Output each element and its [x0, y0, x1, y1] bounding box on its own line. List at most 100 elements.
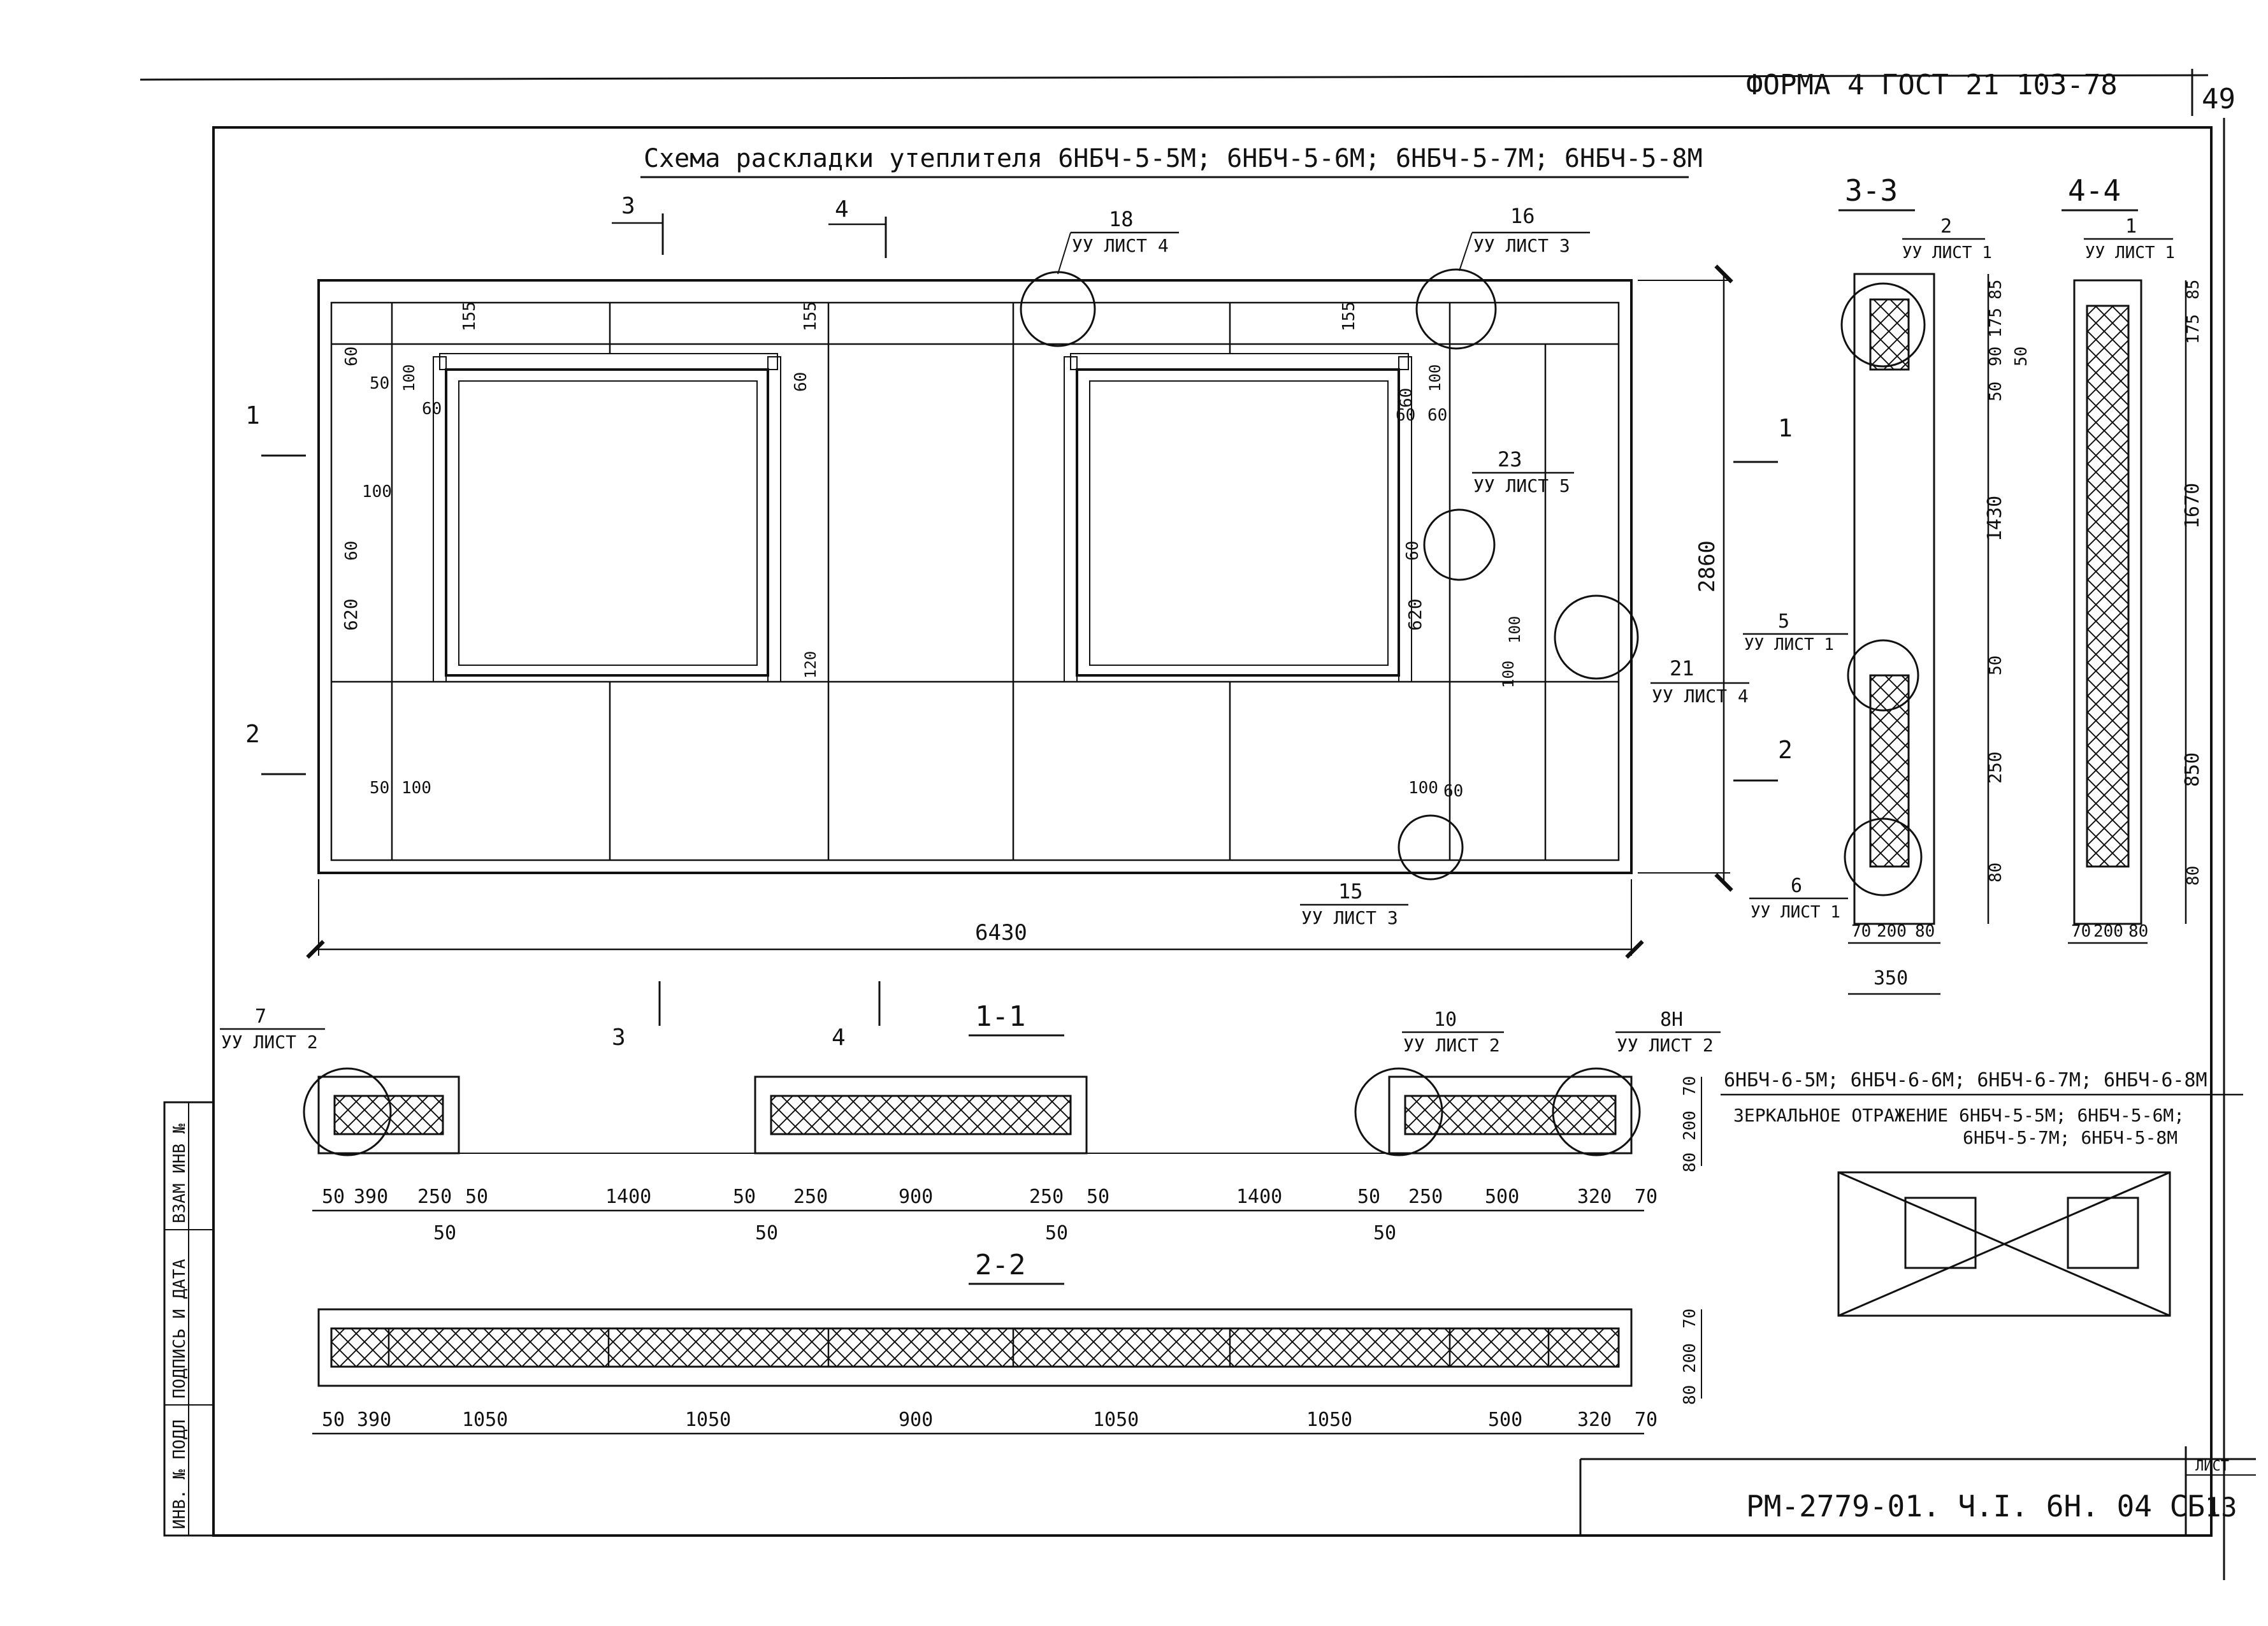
callout-21-num: 21 — [1670, 656, 1694, 680]
mirror-schematic — [1837, 1171, 2171, 1317]
section-1-1-dim: 500 — [1485, 1186, 1519, 1208]
dim-100-b: 100 — [362, 482, 392, 501]
callout-5-ref: УУ ЛИСТ 1 — [1744, 635, 1834, 654]
s33-v50c: 50 — [1986, 656, 2005, 675]
insulation-layout-lines — [331, 303, 1619, 860]
window-inner-right — [1089, 380, 1389, 666]
dim-50-a: 50 — [370, 374, 389, 393]
dim-60-i: 60 — [1443, 782, 1463, 801]
section-4-4-label: 4-4 — [2068, 173, 2121, 208]
dim-overall-height: 2860 — [1694, 540, 1720, 593]
panel-inner-outline — [330, 301, 1620, 861]
dim-100-d: 100 — [1426, 364, 1444, 392]
callout-7-num: 7 — [255, 1005, 266, 1028]
callout-23-num: 23 — [1498, 447, 1522, 471]
sheet-label: ЛИСТ — [2195, 1458, 2229, 1474]
s44-h80: 80 — [2128, 922, 2148, 941]
section-1-1-dim: 50 — [1357, 1186, 1380, 1208]
s44-h200: 200 — [2093, 922, 2123, 941]
cut-4-top: 4 — [835, 196, 849, 222]
section-1-1-dim: 250 — [417, 1186, 452, 1208]
detail-circle-18 — [1020, 271, 1096, 347]
form-label: ФОРМА 4 ГОСТ 21 103-78 — [1746, 69, 2118, 101]
section-cut-markers: 3 4 1 2 1 2 3 4 — [245, 193, 1793, 1051]
thk-80-a: 80 — [1680, 1153, 1700, 1172]
dim-60-b: 60 — [422, 399, 442, 419]
stamp-signature-date: ПОДПИСЬ И ДАТА — [170, 1259, 189, 1399]
callout-5-num: 5 — [1778, 610, 1789, 633]
section-1-1-dim: 70 — [1635, 1186, 1658, 1208]
section-1-1-dim: 250 — [1408, 1186, 1443, 1208]
callout-16-ref: УУ ЛИСТ 3 — [1473, 235, 1570, 256]
section-1-1-dim: 50 — [733, 1186, 756, 1208]
dim-60-e: 60 — [1397, 388, 1416, 408]
section-1-1-dim: 1400 — [1236, 1186, 1282, 1208]
drawing-title: Схема раскладки утеплителя 6НБЧ-5-5М; 6Н… — [644, 144, 1703, 173]
sheet-number: 13 — [2205, 1492, 2237, 1523]
s33-v250: 250 — [1984, 751, 2005, 784]
stamp-inv-podl: ИНВ. № ПОДЛ — [170, 1420, 189, 1529]
section-2-2-dim: 1050 — [1093, 1409, 1139, 1431]
callout-15-num: 15 — [1338, 879, 1363, 903]
cut-3-top: 3 — [621, 193, 635, 219]
callout-15-ref: УУ ЛИСТ 3 — [1301, 907, 1398, 928]
detail-circle-21 — [1554, 594, 1639, 680]
callout-6-ref: УУ ЛИСТ 1 — [1751, 903, 1840, 922]
callout-1-num: 1 — [2125, 215, 2137, 238]
callout-1-ref: УУ ЛИСТ 1 — [2085, 243, 2175, 263]
section-2-2-dim: 1050 — [1306, 1409, 1352, 1431]
callout-18-num: 18 — [1109, 207, 1134, 231]
dim-60-c: 60 — [791, 372, 811, 392]
cut-4-bottom: 4 — [832, 1025, 846, 1051]
callout-18-ref: УУ ЛИСТ 4 — [1072, 235, 1169, 256]
thk-70-b: 70 — [1680, 1309, 1700, 1328]
section-2-2-dim: 900 — [899, 1409, 933, 1431]
s33-v1430: 1430 — [1984, 496, 2006, 542]
section-1-1-dim: 250 — [793, 1186, 828, 1208]
stamp-vzam-inv: ВЗАМ ИНВ № — [170, 1123, 189, 1223]
detail-circle-23 — [1423, 508, 1496, 581]
callout-2-num: 2 — [1940, 215, 1952, 238]
cut-3-bottom: 3 — [612, 1025, 626, 1051]
thk-200-a: 200 — [1680, 1111, 1700, 1140]
section-2-2-dim: 70 — [1635, 1409, 1658, 1431]
section-2-2-dim: 1050 — [462, 1409, 508, 1431]
section-1-1-dim: 900 — [899, 1186, 933, 1208]
panel-outline — [317, 279, 1633, 874]
dim-100-a: 100 — [400, 364, 418, 392]
s33-h200: 200 — [1877, 922, 1907, 941]
thk-200-b: 200 — [1680, 1343, 1700, 1373]
s44-v80: 80 — [2184, 866, 2203, 886]
s33-v50a: 50 — [2012, 347, 2031, 366]
section-4-4: 4-4 1 УУ ЛИСТ 1 85 175 1670 850 80 70 20… — [2062, 173, 2204, 944]
section-1-1-dim: 1400 — [605, 1186, 651, 1208]
dim-155-a: 155 — [460, 301, 479, 331]
dim-155-c: 155 — [1340, 301, 1359, 331]
section-1-1-subdim: 50 — [1045, 1222, 1068, 1244]
window-opening-left — [445, 368, 769, 677]
s33-v80: 80 — [1986, 863, 2005, 882]
s33-v50b: 50 — [1986, 382, 2005, 401]
section-2-2-dim: 320 — [1577, 1409, 1612, 1431]
section-1-1-dim: 50 — [322, 1186, 345, 1208]
dim-620-b: 620 — [1405, 598, 1426, 631]
callout-10-num: 10 — [1434, 1009, 1457, 1031]
dim-60-d: 60 — [342, 541, 361, 561]
callout-10-ref: УУ ЛИСТ 2 — [1403, 1035, 1500, 1056]
window-opening-right — [1076, 368, 1400, 677]
s33-h80: 80 — [1915, 922, 1935, 941]
dim-100-f: 100 — [1499, 661, 1517, 688]
section-1-1-dim: 250 — [1029, 1186, 1064, 1208]
dim-50-b: 50 — [370, 779, 389, 798]
callout-21-ref: УУ ЛИСТ 4 — [1652, 686, 1749, 707]
callout-8n-ref: УУ ЛИСТ 2 — [1617, 1035, 1714, 1056]
section-1-1-dim: 50 — [1087, 1186, 1109, 1208]
mirror-note-line2: ЗЕРКАЛЬНОЕ ОТРАЖЕНИЕ 6НБЧ-5-5М; 6НБЧ-5-6… — [1733, 1105, 2185, 1126]
dim-100-e: 100 — [1506, 616, 1524, 644]
s44-h70: 70 — [2071, 922, 2091, 941]
dim-155-b: 155 — [801, 301, 820, 331]
mirror-note: 6НБЧ-6-5М; 6НБЧ-6-6М; 6НБЧ-6-7М; 6НБЧ-6-… — [1721, 1069, 2243, 1148]
page-number: 49 — [2202, 83, 2235, 115]
top-rule — [140, 74, 2209, 81]
